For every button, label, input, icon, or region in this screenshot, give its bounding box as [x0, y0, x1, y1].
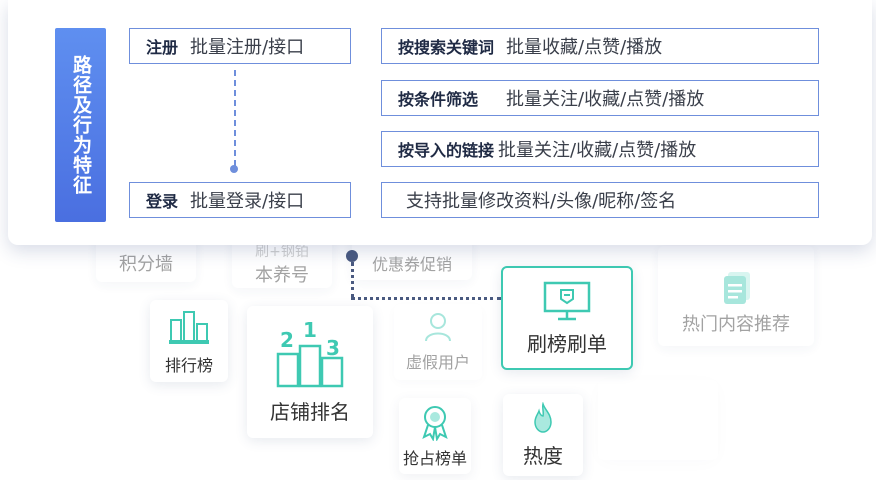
- connector-line: [351, 297, 501, 300]
- search-keyword-box[interactable]: 按搜索关键词 批量收藏/点赞/播放: [381, 28, 819, 64]
- flame-icon: [534, 401, 552, 433]
- card-remen[interactable]: 热门内容推荐: [658, 246, 814, 346]
- card-xujia[interactable]: 虚假用户: [394, 304, 482, 380]
- panel-title-bar: 路径及行为特征: [55, 28, 106, 222]
- box-key: 登录: [146, 192, 179, 211]
- bar-chart-icon: [169, 311, 209, 344]
- register-box[interactable]: 注册 批量注册/接口: [129, 28, 351, 64]
- box-key: 按条件筛选: [398, 90, 479, 109]
- card-ghost: [598, 380, 718, 460]
- box-value: 批量关注/收藏/点赞/播放: [506, 89, 705, 110]
- card-label: 热门内容推荐: [682, 314, 790, 335]
- import-link-box[interactable]: 按导入的链接 批量关注/收藏/点赞/播放: [381, 131, 819, 167]
- monitor-icon: [543, 281, 591, 320]
- box-value: 批量登录/接口: [190, 191, 305, 212]
- behavior-panel: 路径及行为特征 注册 批量注册/接口 登录 批量登录/接口 按搜索关键词 批量收…: [8, 0, 872, 245]
- card-label: 刷榜刷单: [527, 331, 607, 356]
- connector-line: [234, 70, 236, 166]
- podium-icon: [276, 344, 344, 387]
- box-value: 支持批量修改资料/头像/昵称/签名: [406, 191, 677, 212]
- box-key: 按搜索关键词: [398, 38, 495, 57]
- card-redu[interactable]: 热度: [503, 394, 583, 476]
- card-label: 优惠券促销: [371, 255, 452, 274]
- filter-condition-box[interactable]: 按条件筛选 批量关注/收藏/点赞/播放: [381, 80, 819, 116]
- card-label: 本养号: [255, 265, 309, 286]
- card-label: 刷+钢铂: [255, 244, 309, 260]
- card-label: 店铺排名: [270, 399, 350, 424]
- rank-numbers: 2 1 3: [247, 316, 373, 360]
- card-label: 积分墙: [119, 254, 173, 275]
- box-key: 按导入的链接: [398, 141, 495, 160]
- panel-title: 路径及行为特征: [70, 55, 92, 195]
- connector-dot: [346, 250, 358, 262]
- card-label: 热度: [523, 443, 563, 468]
- connector-line: [351, 262, 354, 298]
- card-qiangzhan[interactable]: 抢占榜单: [399, 398, 471, 474]
- login-box[interactable]: 登录 批量登录/接口: [129, 182, 351, 218]
- rank-number: 3: [326, 336, 340, 360]
- box-value: 批量关注/收藏/点赞/播放: [498, 140, 697, 161]
- document-icon: [724, 272, 750, 304]
- box-key: 注册: [146, 38, 179, 57]
- card-dianpu[interactable]: 2 1 3 店铺排名: [247, 306, 373, 438]
- box-value: 批量注册/接口: [190, 37, 305, 58]
- rank-number: 1: [303, 318, 317, 342]
- card-label: 虚假用户: [405, 353, 470, 372]
- card-label: 排行榜: [164, 356, 213, 375]
- user-icon: [425, 313, 451, 342]
- connector-dot: [230, 165, 238, 173]
- card-label: 抢占榜单: [402, 449, 467, 468]
- medal-icon: [422, 406, 448, 441]
- box-value: 批量收藏/点赞/播放: [506, 37, 663, 58]
- card-paihangbang[interactable]: 排行榜: [150, 300, 228, 382]
- card-shuabang[interactable]: 刷榜刷单: [501, 266, 633, 370]
- modify-profile-box[interactable]: 支持批量修改资料/头像/昵称/签名: [381, 182, 819, 218]
- rank-number: 2: [280, 328, 294, 352]
